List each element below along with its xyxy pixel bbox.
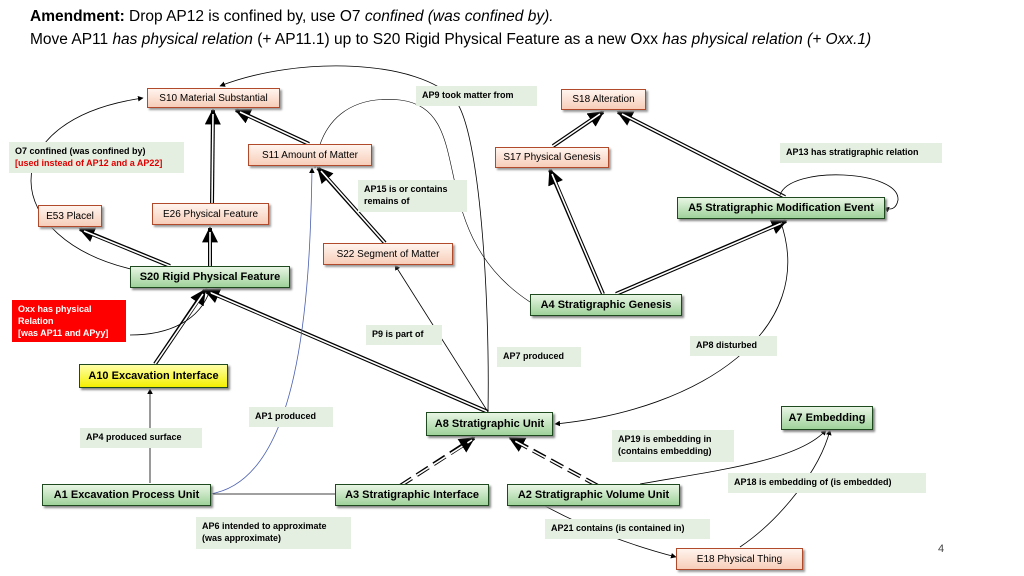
label-o7-line2: [used instead of AP12 and a AP22] — [15, 158, 163, 168]
label-ap6-line1: AP6 intended to approximate — [202, 521, 327, 531]
ap19-arrow — [639, 429, 827, 485]
label-ap21: AP21 contains (is contained in) — [545, 519, 710, 539]
label-ap7: AP7 produced — [497, 347, 581, 367]
entity-a10: A10 Excavation Interface — [79, 364, 228, 388]
label-ap18: AP18 is embedding of (is embedded) — [728, 473, 926, 493]
amendment-text-2a: Move AP11 — [30, 31, 113, 48]
label-o7-line1: O7 confined (was confined by) — [15, 146, 146, 156]
label-ap15: AP15 is or contains remains of — [358, 180, 467, 212]
page-number: 4 — [938, 543, 945, 555]
entity-a5: A5 Stratigraphic Modification Event — [677, 197, 885, 219]
amendment-italic-2b: has physical relation — [112, 31, 253, 48]
label-ap15-line1: AP15 is or contains — [364, 184, 448, 194]
ap18-arrow — [739, 429, 832, 548]
label-ap19-line2: (contains embedding) — [618, 446, 712, 456]
class-e18: E18 Physical Thing — [676, 548, 803, 570]
label-oxx-line1: Oxx has physical — [18, 304, 92, 314]
class-s11: S11 Amount of Matter — [248, 144, 372, 166]
ap13-arrow — [779, 174, 899, 213]
amendment-line-1: Amendment: Drop AP12 is confined by, use… — [30, 8, 554, 26]
label-ap1: AP1 produced — [249, 407, 333, 427]
entity-a4: A4 Stratigraphic Genesis — [530, 294, 682, 316]
amendment-label: Amendment: — [30, 8, 125, 25]
class-s22: S22 Segment of Matter — [323, 243, 453, 265]
ap9-arrow — [219, 65, 489, 413]
amendment-italic-2d: has physical relation (+ Oxx.1) — [662, 31, 872, 48]
label-ap19: AP19 is embedding in (contains embedding… — [612, 430, 734, 462]
label-ap15-line2: remains of — [364, 196, 410, 206]
label-oxx-line3: [was AP11 and APyy] — [18, 328, 109, 338]
amendment-text-2c: (+ AP11.1) up to S20 Rigid Physical Feat… — [252, 31, 663, 48]
entity-a3: A3 Stratigraphic Interface — [335, 484, 489, 506]
label-ap4: AP4 produced surface — [80, 428, 202, 448]
amendment-italic-1: confined (was confined by). — [364, 8, 554, 25]
entity-a1: A1 Excavation Process Unit — [42, 484, 211, 506]
ap1-arrow — [209, 167, 315, 495]
label-ap9: AP9 took matter from — [416, 86, 537, 106]
entity-a7: A7 Embedding — [781, 406, 873, 430]
label-ap8: AP8 disturbed — [690, 336, 777, 356]
label-ap19-line1: AP19 is embedding in — [618, 434, 712, 444]
label-ap6: AP6 intended to approximate (was approxi… — [196, 517, 351, 549]
class-e26: E26 Physical Feature — [152, 203, 269, 225]
label-oxx: Oxx has physical Relation [was AP11 and … — [12, 300, 126, 342]
o7-arrow — [30, 95, 144, 271]
label-oxx-line2: Relation — [18, 316, 54, 326]
entity-a2: A2 Stratigraphic Volume Unit — [507, 484, 680, 506]
class-s10: S10 Material Substantial — [147, 88, 280, 108]
label-o7: O7 confined (was confined by) [used inst… — [9, 142, 184, 173]
amendment-text-1: Drop AP12 is confined by, use O7 — [124, 8, 365, 25]
entity-s20: S20 Rigid Physical Feature — [130, 266, 290, 288]
class-e53: E53 Placel — [38, 205, 102, 227]
class-s17: S17 Physical Genesis — [495, 147, 609, 168]
ap7-arrow — [313, 99, 531, 303]
class-s18: S18 Alteration — [561, 89, 646, 110]
amendment-line-2: Move AP11 has physical relation (+ AP11.… — [30, 31, 871, 49]
label-ap13: AP13 has stratigraphic relation — [780, 143, 942, 163]
oxx-arrow — [129, 289, 212, 336]
label-ap6-line2: (was approximate) — [202, 533, 282, 543]
label-p9: P9 is part of — [366, 325, 442, 345]
entity-a8: A8 Stratigraphic Unit — [426, 412, 553, 436]
ap8-arrow — [554, 219, 789, 427]
